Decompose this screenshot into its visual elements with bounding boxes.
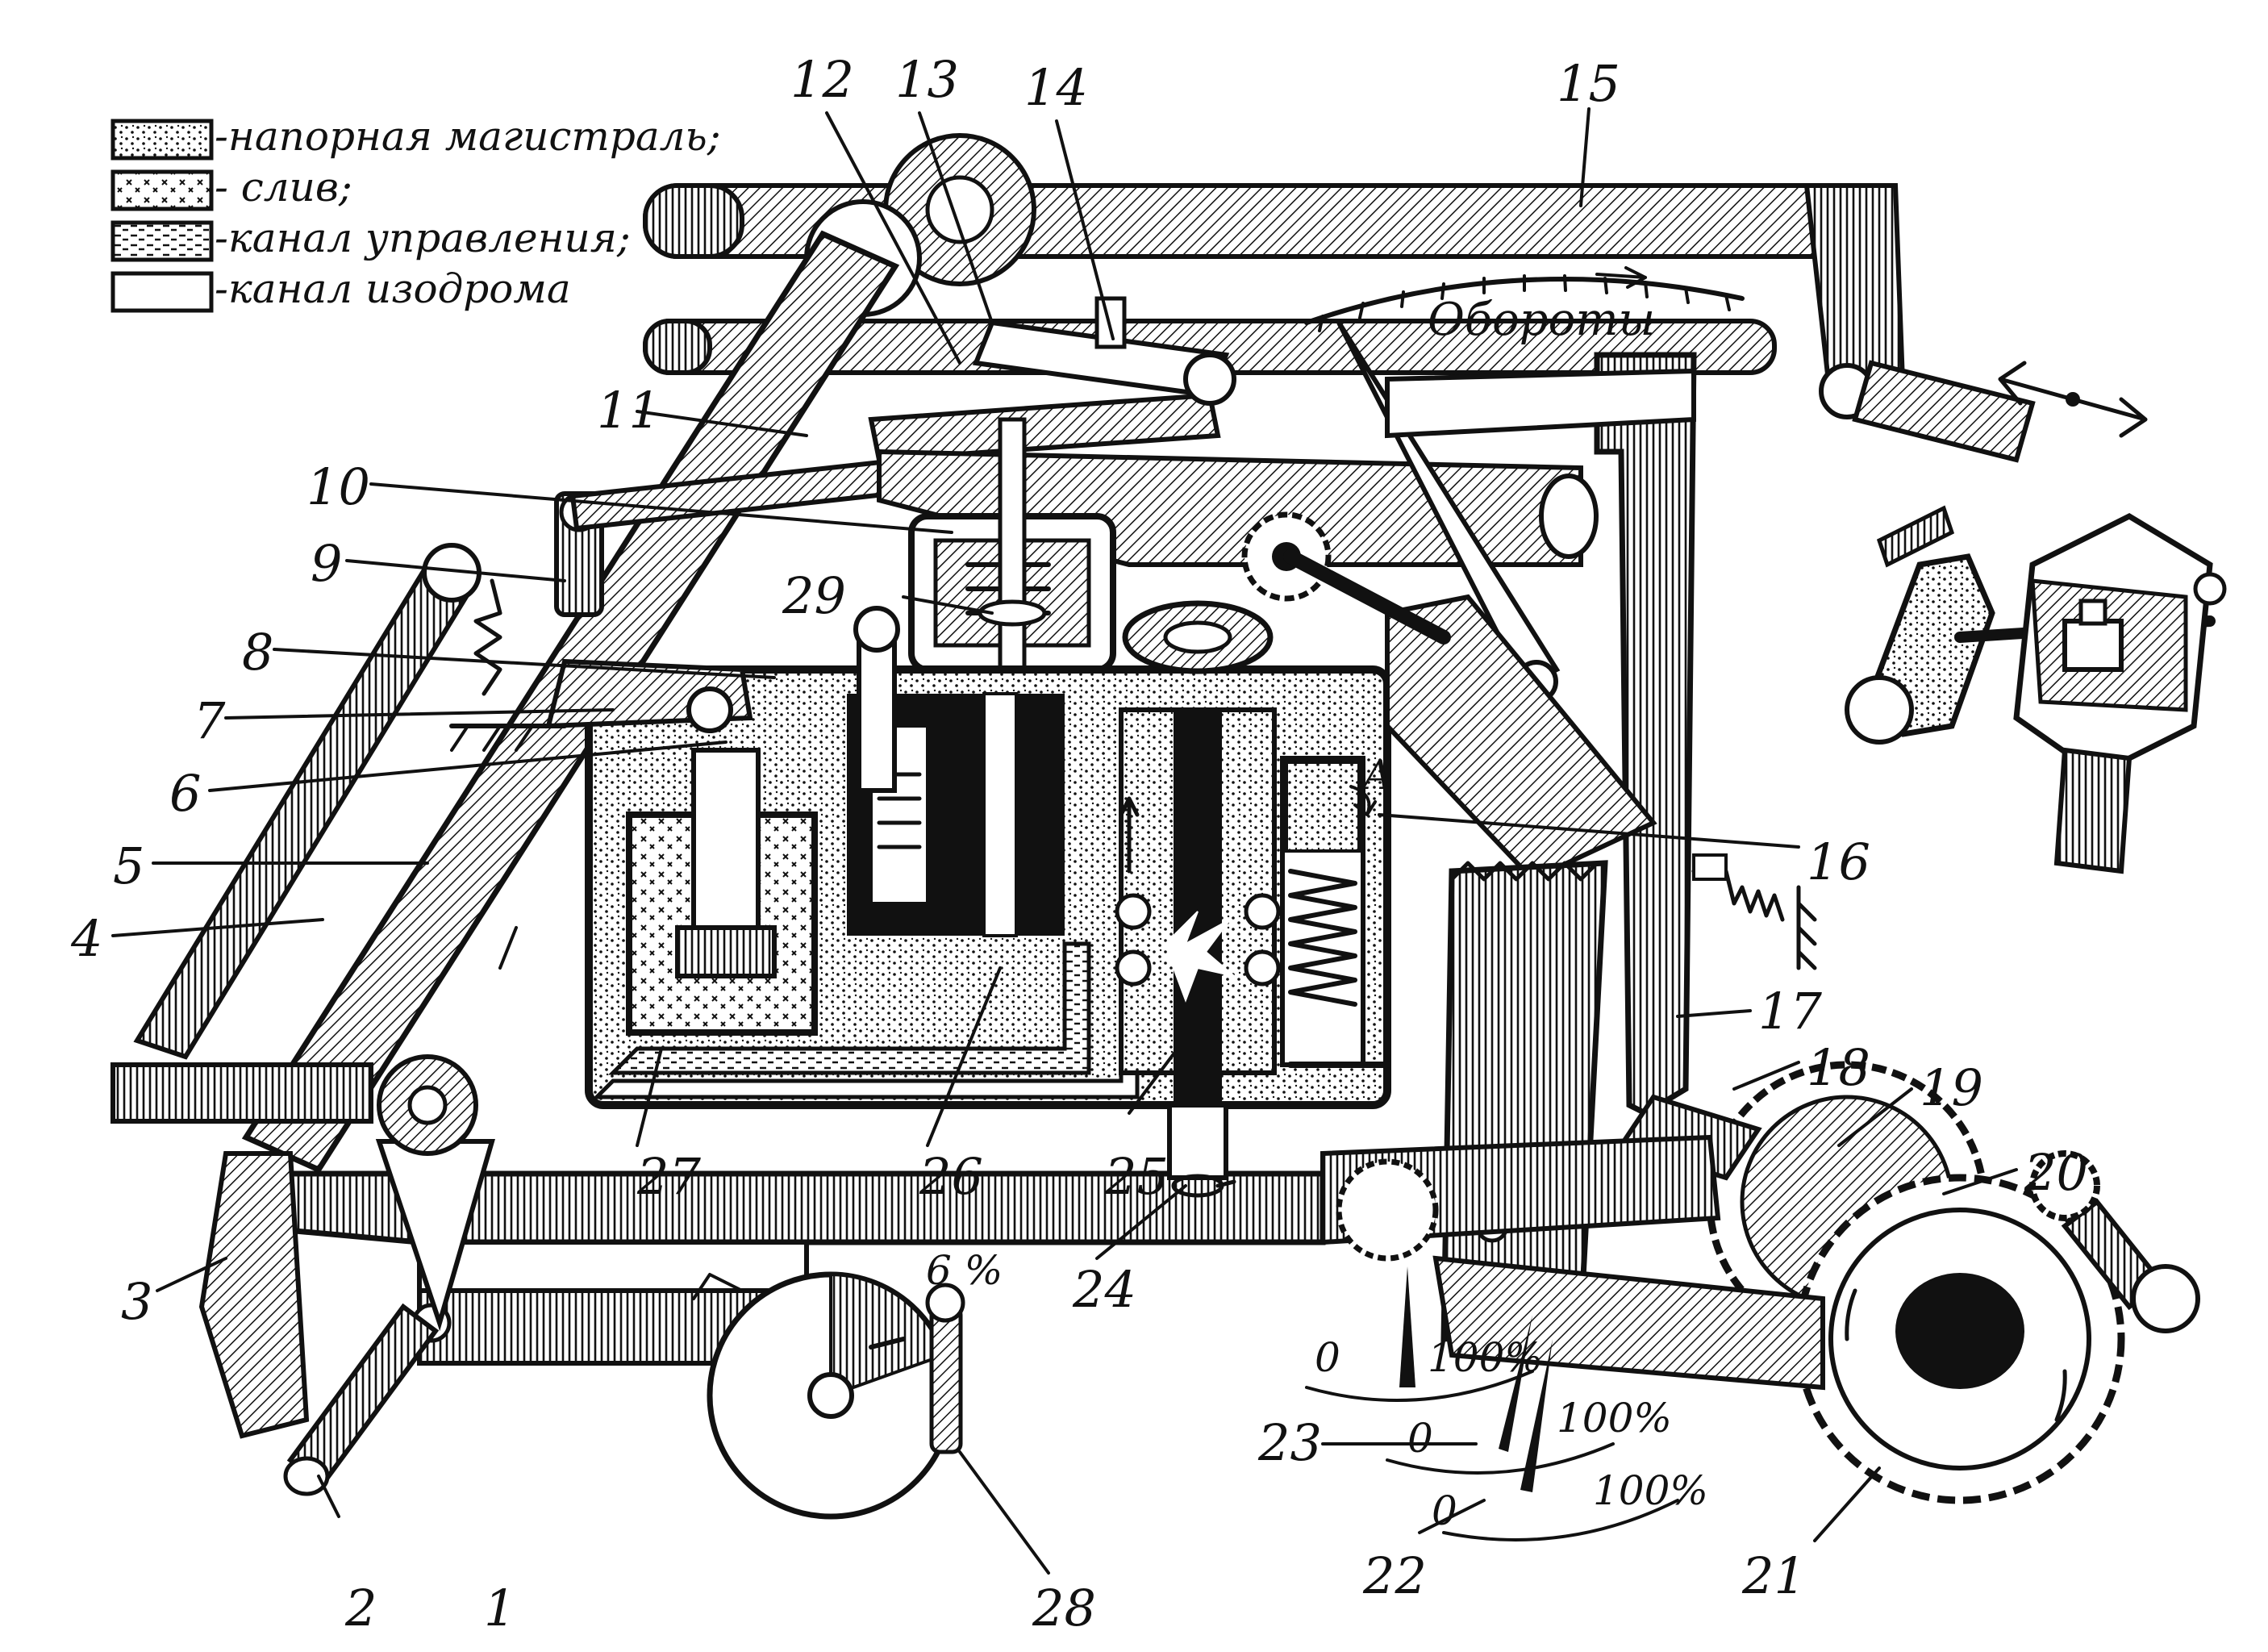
rod-4: [133, 543, 482, 1060]
callout-23: 23: [1257, 1413, 1322, 1472]
arrow-a-label: A: [1360, 752, 1392, 799]
right-frame-17: [1385, 352, 1697, 1116]
callout-4: 4: [70, 909, 102, 968]
callout-29: 29: [782, 566, 846, 625]
percent-wheel-28: 6 %: [692, 1247, 1003, 1520]
callout-22: 22: [1362, 1546, 1427, 1605]
callout-21: 21: [1741, 1546, 1806, 1605]
callout-2: 2: [344, 1579, 377, 1637]
knob-20: [2029, 1150, 2200, 1333]
legend-label-isodrome: -канал изодрома: [215, 265, 571, 312]
callout-20: 20: [2024, 1143, 2088, 1202]
callout-1: 1: [484, 1579, 515, 1637]
servo-housing: [585, 417, 1391, 1198]
scale-c-full: 100%: [1593, 1467, 1708, 1514]
scale-b-zero: 0: [1407, 1415, 1433, 1462]
gauge-pointers: 0 100% 0 100% 0 100%: [1305, 1266, 1708, 1541]
callout-7: 7: [194, 691, 226, 750]
arrow-a: A: [1349, 752, 1392, 816]
scale-a-zero: 0: [1315, 1334, 1340, 1381]
callout-6: 6: [169, 764, 201, 823]
callouts: 1 2 3 4 5 6 7 8 9 10 11 12 13 14 15 16 1…: [70, 50, 2088, 1637]
legend-swatch-control: [110, 220, 214, 262]
scale-a-full: 100%: [1428, 1334, 1543, 1381]
callout-15: 15: [1557, 54, 1620, 113]
leader-lines: [111, 107, 2018, 1575]
callout-5: 5: [113, 836, 144, 895]
callout-14: 14: [1024, 58, 1088, 117]
scale-b-full: 100%: [1557, 1395, 1672, 1441]
legend-swatch-isodrome: [110, 271, 214, 313]
pinion-upper: [1241, 511, 1451, 645]
scale-c-zero: 0: [1432, 1487, 1457, 1534]
callout-19: 19: [1920, 1058, 1983, 1117]
callout-25: 25: [1104, 1147, 1169, 1206]
callout-12: 12: [790, 50, 854, 109]
legend-swatch-drain: [110, 169, 214, 211]
crank-arm: [1803, 183, 2148, 463]
callout-24: 24: [1072, 1260, 1136, 1319]
gear-21: [1795, 1174, 2125, 1504]
legend-swatch-pressure: [110, 119, 214, 161]
callout-17: 17: [1758, 982, 1822, 1041]
legend: -напорная магистраль; - слив; -канал упр…: [110, 113, 721, 313]
callout-27: 27: [636, 1147, 701, 1206]
callout-10: 10: [306, 457, 370, 516]
lower-shaft: [643, 319, 1777, 375]
callout-13: 13: [895, 50, 959, 109]
callout-26: 26: [919, 1147, 983, 1206]
callout-9: 9: [311, 534, 342, 593]
callout-3: 3: [121, 1272, 152, 1331]
legend-label-drain: - слив;: [215, 164, 352, 211]
right-spring: [1691, 853, 1817, 970]
callout-11: 11: [597, 381, 661, 440]
callout-28: 28: [1032, 1579, 1096, 1637]
dial-title: Обороты: [1428, 294, 1655, 346]
callout-18: 18: [1807, 1038, 1870, 1097]
legend-label-control: -канал управления;: [215, 215, 631, 261]
right-detail-block: [1845, 505, 2227, 874]
callout-16: 16: [1807, 832, 1870, 891]
lever-11: [868, 392, 1221, 463]
legend-label-pressure: -напорная магистраль;: [215, 113, 721, 160]
bottom-frame: [1320, 1134, 1825, 1391]
lever-14: [972, 296, 1236, 406]
callout-8: 8: [242, 623, 273, 682]
percent-top-label: 6 %: [926, 1247, 1003, 1294]
